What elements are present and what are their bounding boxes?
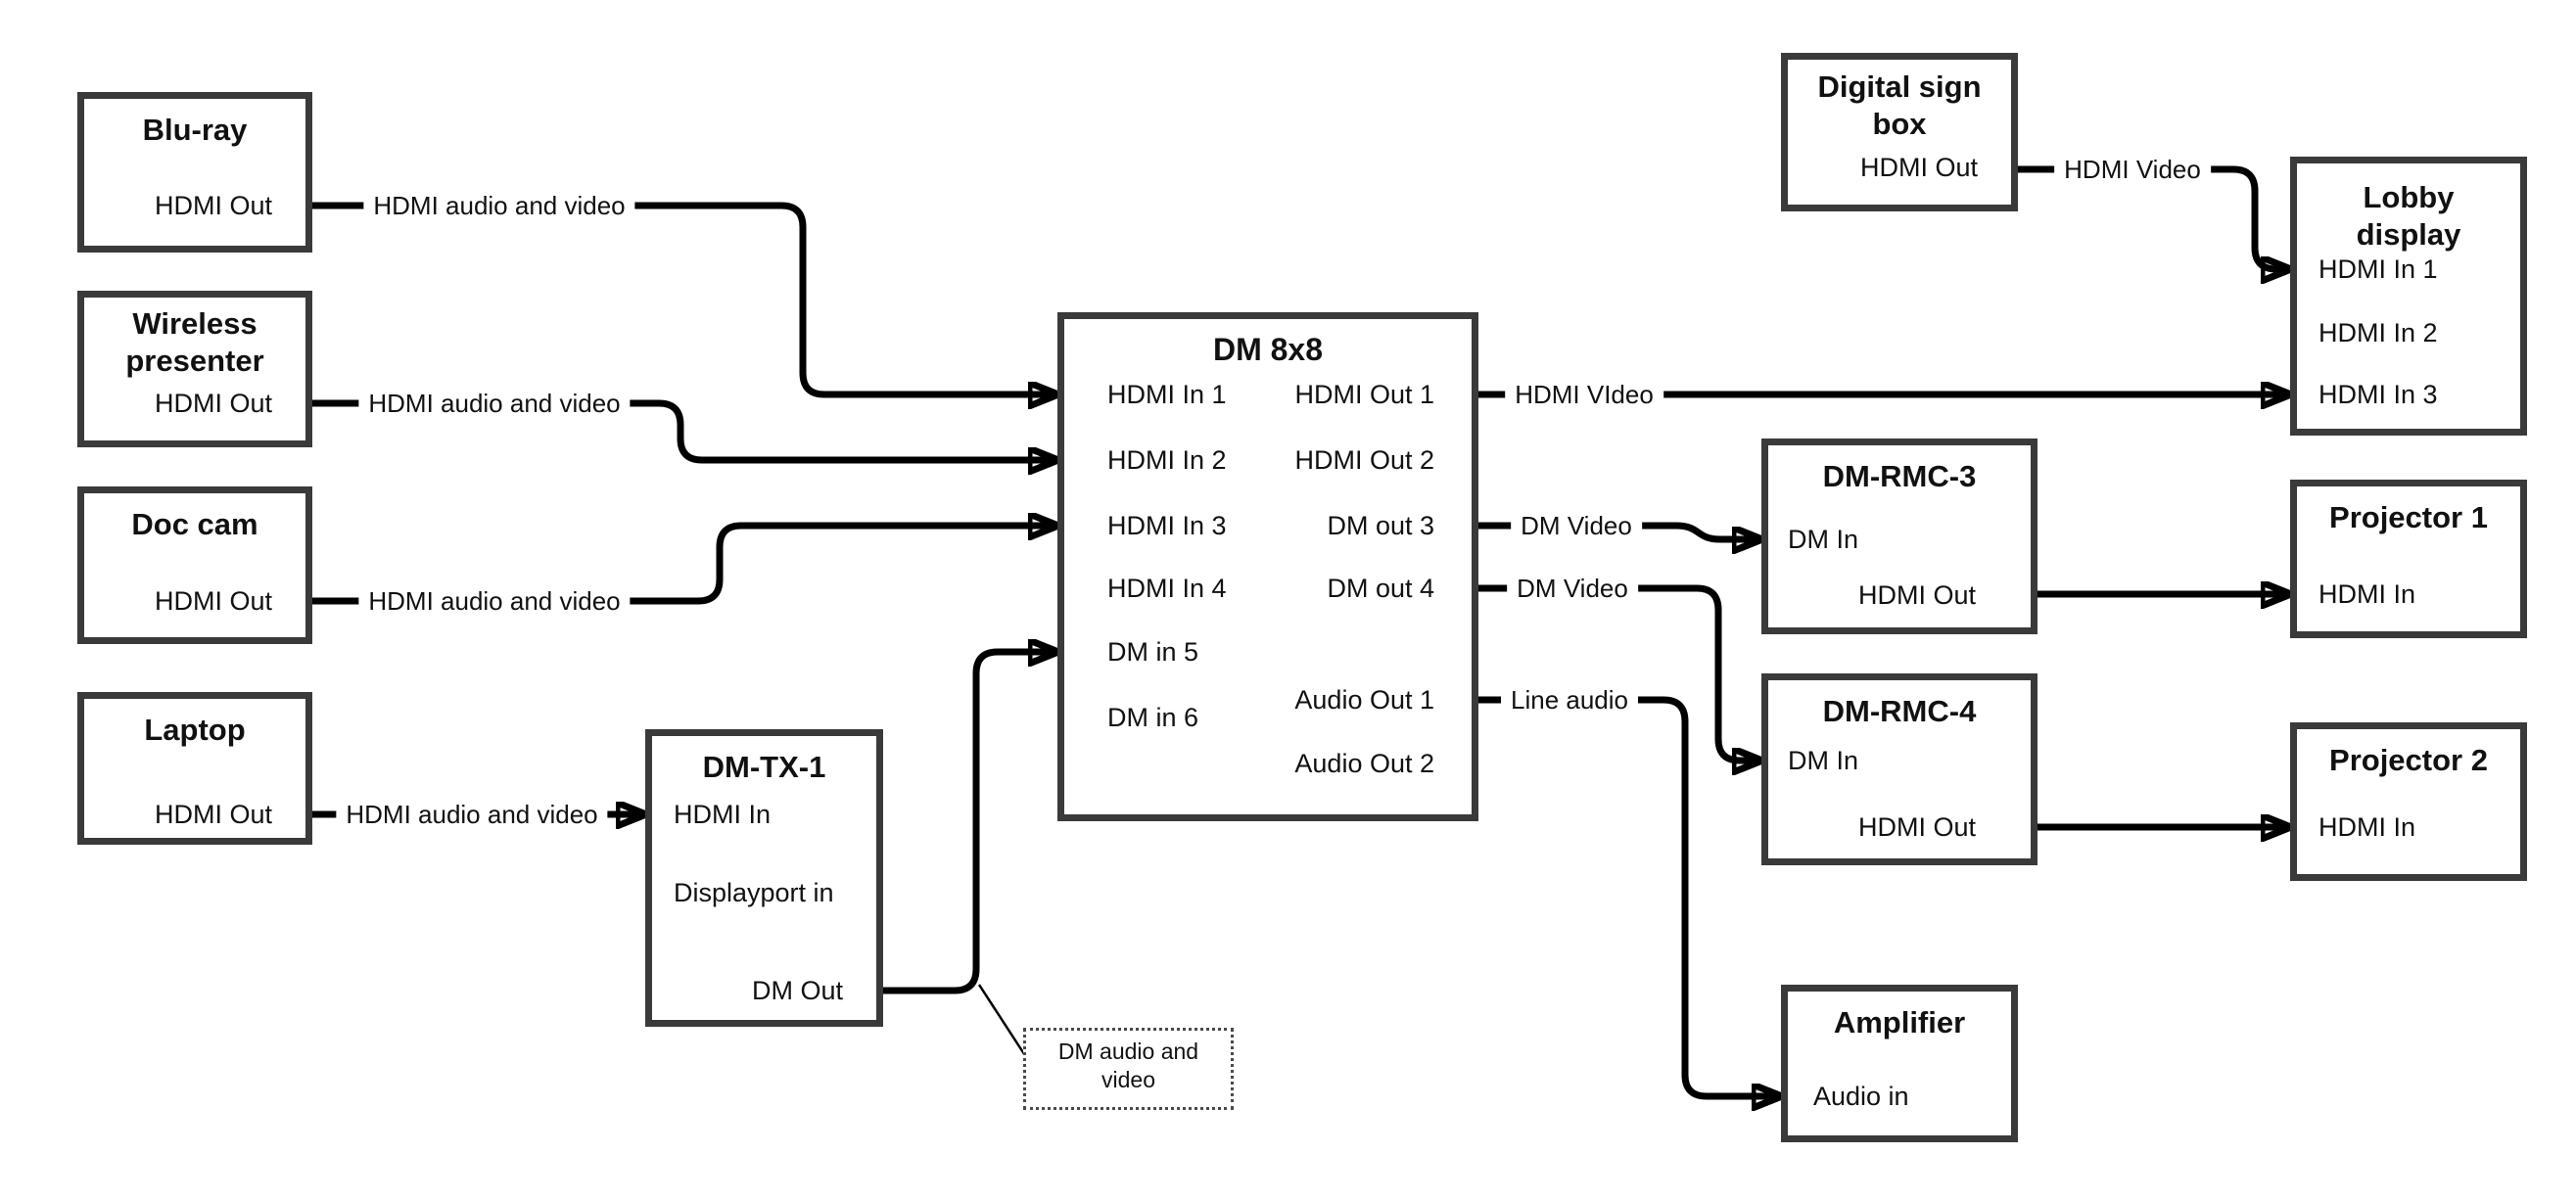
edge-label-dm-out-4: DM Video [1507, 572, 1638, 605]
node-blu-ray-title: Blu-ray [142, 113, 248, 147]
port-dm-rmc-3-hdmi-out: HDMI Out [1857, 580, 1976, 610]
port-dm-8x8-hdmi-in-2: HDMI In 2 [1107, 445, 1227, 475]
port-lobby-hdmi-in-1: HDMI In 1 [2318, 254, 2438, 284]
node-laptop: Laptop HDMI Out [77, 692, 312, 845]
node-projector-2-title: Projector 2 [2329, 743, 2488, 777]
node-projector-1-title: Projector 1 [2329, 500, 2488, 534]
node-dm-rmc-3-title: DM-RMC-3 [1822, 459, 1977, 493]
node-dm-rmc-3: DM-RMC-3 DM In HDMI Out [1761, 439, 2037, 634]
port-amplifier-audio-in: Audio in [1813, 1082, 1909, 1111]
node-dm-tx-1: DM-TX-1 HDMI In Displayport in DM Out [645, 729, 883, 1027]
port-dm-8x8-hdmi-in-1: HDMI In 1 [1107, 380, 1227, 409]
port-dm-tx-1-displayport-in: Displayport in [674, 878, 834, 907]
port-dm-8x8-hdmi-out-1: HDMI Out 1 [1294, 380, 1434, 409]
node-wireless-presenter-title: Wireless presenter [125, 306, 264, 378]
node-dm-8x8-title: DM 8x8 [1212, 332, 1324, 367]
node-blu-ray: Blu-ray HDMI Out [77, 92, 312, 253]
node-dm-tx-1-title: DM-TX-1 [702, 750, 826, 784]
note-dm-audio-and-video: DM audio and video [1023, 1028, 1234, 1110]
port-dm-tx-1-dm-out: DM Out [751, 976, 843, 1005]
port-dm-8x8-audio-out-1: Audio Out 1 [1294, 685, 1434, 715]
port-projector-2-hdmi-in: HDMI In [2318, 812, 2416, 842]
node-digital-sign-box-title: Digital sign box [1817, 69, 1982, 141]
node-projector-2: Projector 2 HDMI In [2290, 722, 2527, 881]
callout-line-dm-audio-video [977, 984, 1032, 1064]
port-dm-rmc-4-hdmi-out: HDMI Out [1857, 812, 1976, 842]
port-dm-rmc-4-dm-in: DM In [1788, 746, 1859, 775]
connector-doccam-to-hdmi-in-3 [312, 526, 1057, 605]
edge-label-doc-cam: HDMI audio and video [358, 584, 631, 618]
node-doc-cam-title: Doc cam [131, 507, 258, 541]
edge-label-dm-out-3: DM Video [1511, 509, 1642, 542]
connector-dm-out-3-to-dmrmc3 [1478, 522, 1761, 539]
edge-label-laptop: HDMI audio and video [336, 798, 608, 831]
port-projector-1-hdmi-in: HDMI In [2318, 579, 2416, 609]
node-wireless-presenter: Wireless presenter HDMI Out [77, 291, 312, 447]
node-dm-rmc-4: DM-RMC-4 DM In HDMI Out [1761, 673, 2037, 865]
port-dm-8x8-audio-out-2: Audio Out 2 [1294, 749, 1434, 778]
connector-dmtx1-to-dm-in-5 [883, 652, 1057, 994]
node-dm-rmc-4-title: DM-RMC-4 [1822, 694, 1977, 728]
edge-label-hdmi-out-1: HDMI VIdeo [1505, 378, 1663, 411]
port-dm-8x8-hdmi-out-2: HDMI Out 2 [1294, 445, 1434, 475]
port-lobby-hdmi-in-3: HDMI In 3 [2318, 380, 2438, 409]
port-dm-8x8-dm-out-4: DM out 4 [1327, 574, 1434, 603]
connector-bluray-to-hdmi-in-1 [312, 202, 1057, 394]
port-dm-tx-1-hdmi-in: HDMI In [674, 800, 772, 829]
connector-dm-out-4-to-dmrmc4 [1478, 584, 1761, 761]
node-digital-sign-box: Digital sign box HDMI Out [1781, 53, 2018, 211]
port-dm-8x8-dm-in-5: DM in 5 [1107, 637, 1199, 667]
port-dm-8x8-dm-in-6: DM in 6 [1107, 703, 1199, 732]
node-lobby-display-title: Lobby display [2356, 180, 2461, 252]
port-lobby-hdmi-in-2: HDMI In 2 [2318, 318, 2438, 347]
port-dm-8x8-hdmi-in-3: HDMI In 3 [1107, 511, 1227, 540]
connector-audio-out-1-to-amplifier [1478, 696, 1781, 1096]
connector-digitalsign-to-lobby-in-1 [2018, 165, 2290, 269]
port-dm-rmc-3-dm-in: DM In [1788, 525, 1859, 554]
edge-label-audio-out-1: Line audio [1501, 683, 1638, 716]
edge-label-digital-sign: HDMI Video [2054, 153, 2211, 186]
port-dm-8x8-hdmi-in-4: HDMI In 4 [1107, 574, 1227, 603]
node-amplifier-title: Amplifier [1833, 1005, 1966, 1039]
node-doc-cam: Doc cam HDMI Out [77, 486, 312, 644]
node-laptop-title: Laptop [144, 713, 246, 747]
port-wireless-hdmi-out: HDMI Out [154, 389, 272, 418]
port-laptop-hdmi-out: HDMI Out [154, 800, 272, 829]
port-digital-sign-hdmi-out: HDMI Out [1859, 153, 1978, 182]
connector-wireless-to-hdmi-in-2 [312, 399, 1057, 460]
node-amplifier: Amplifier Audio in [1781, 985, 2018, 1142]
port-dm-8x8-dm-out-3: DM out 3 [1327, 511, 1434, 540]
port-blu-ray-hdmi-out: HDMI Out [154, 191, 272, 220]
edge-label-wireless: HDMI audio and video [358, 387, 631, 420]
node-dm-8x8: DM 8x8 HDMI In 1 HDMI In 2 HDMI In 3 HDM… [1057, 312, 1478, 821]
node-lobby-display: Lobby display HDMI In 1 HDMI In 2 HDMI I… [2290, 157, 2527, 436]
note-dm-audio-and-video-text: DM audio and video [1057, 1039, 1199, 1092]
edge-label-blu-ray: HDMI audio and video [363, 189, 635, 222]
node-projector-1: Projector 1 HDMI In [2290, 480, 2527, 638]
port-doc-cam-hdmi-out: HDMI Out [154, 586, 272, 616]
